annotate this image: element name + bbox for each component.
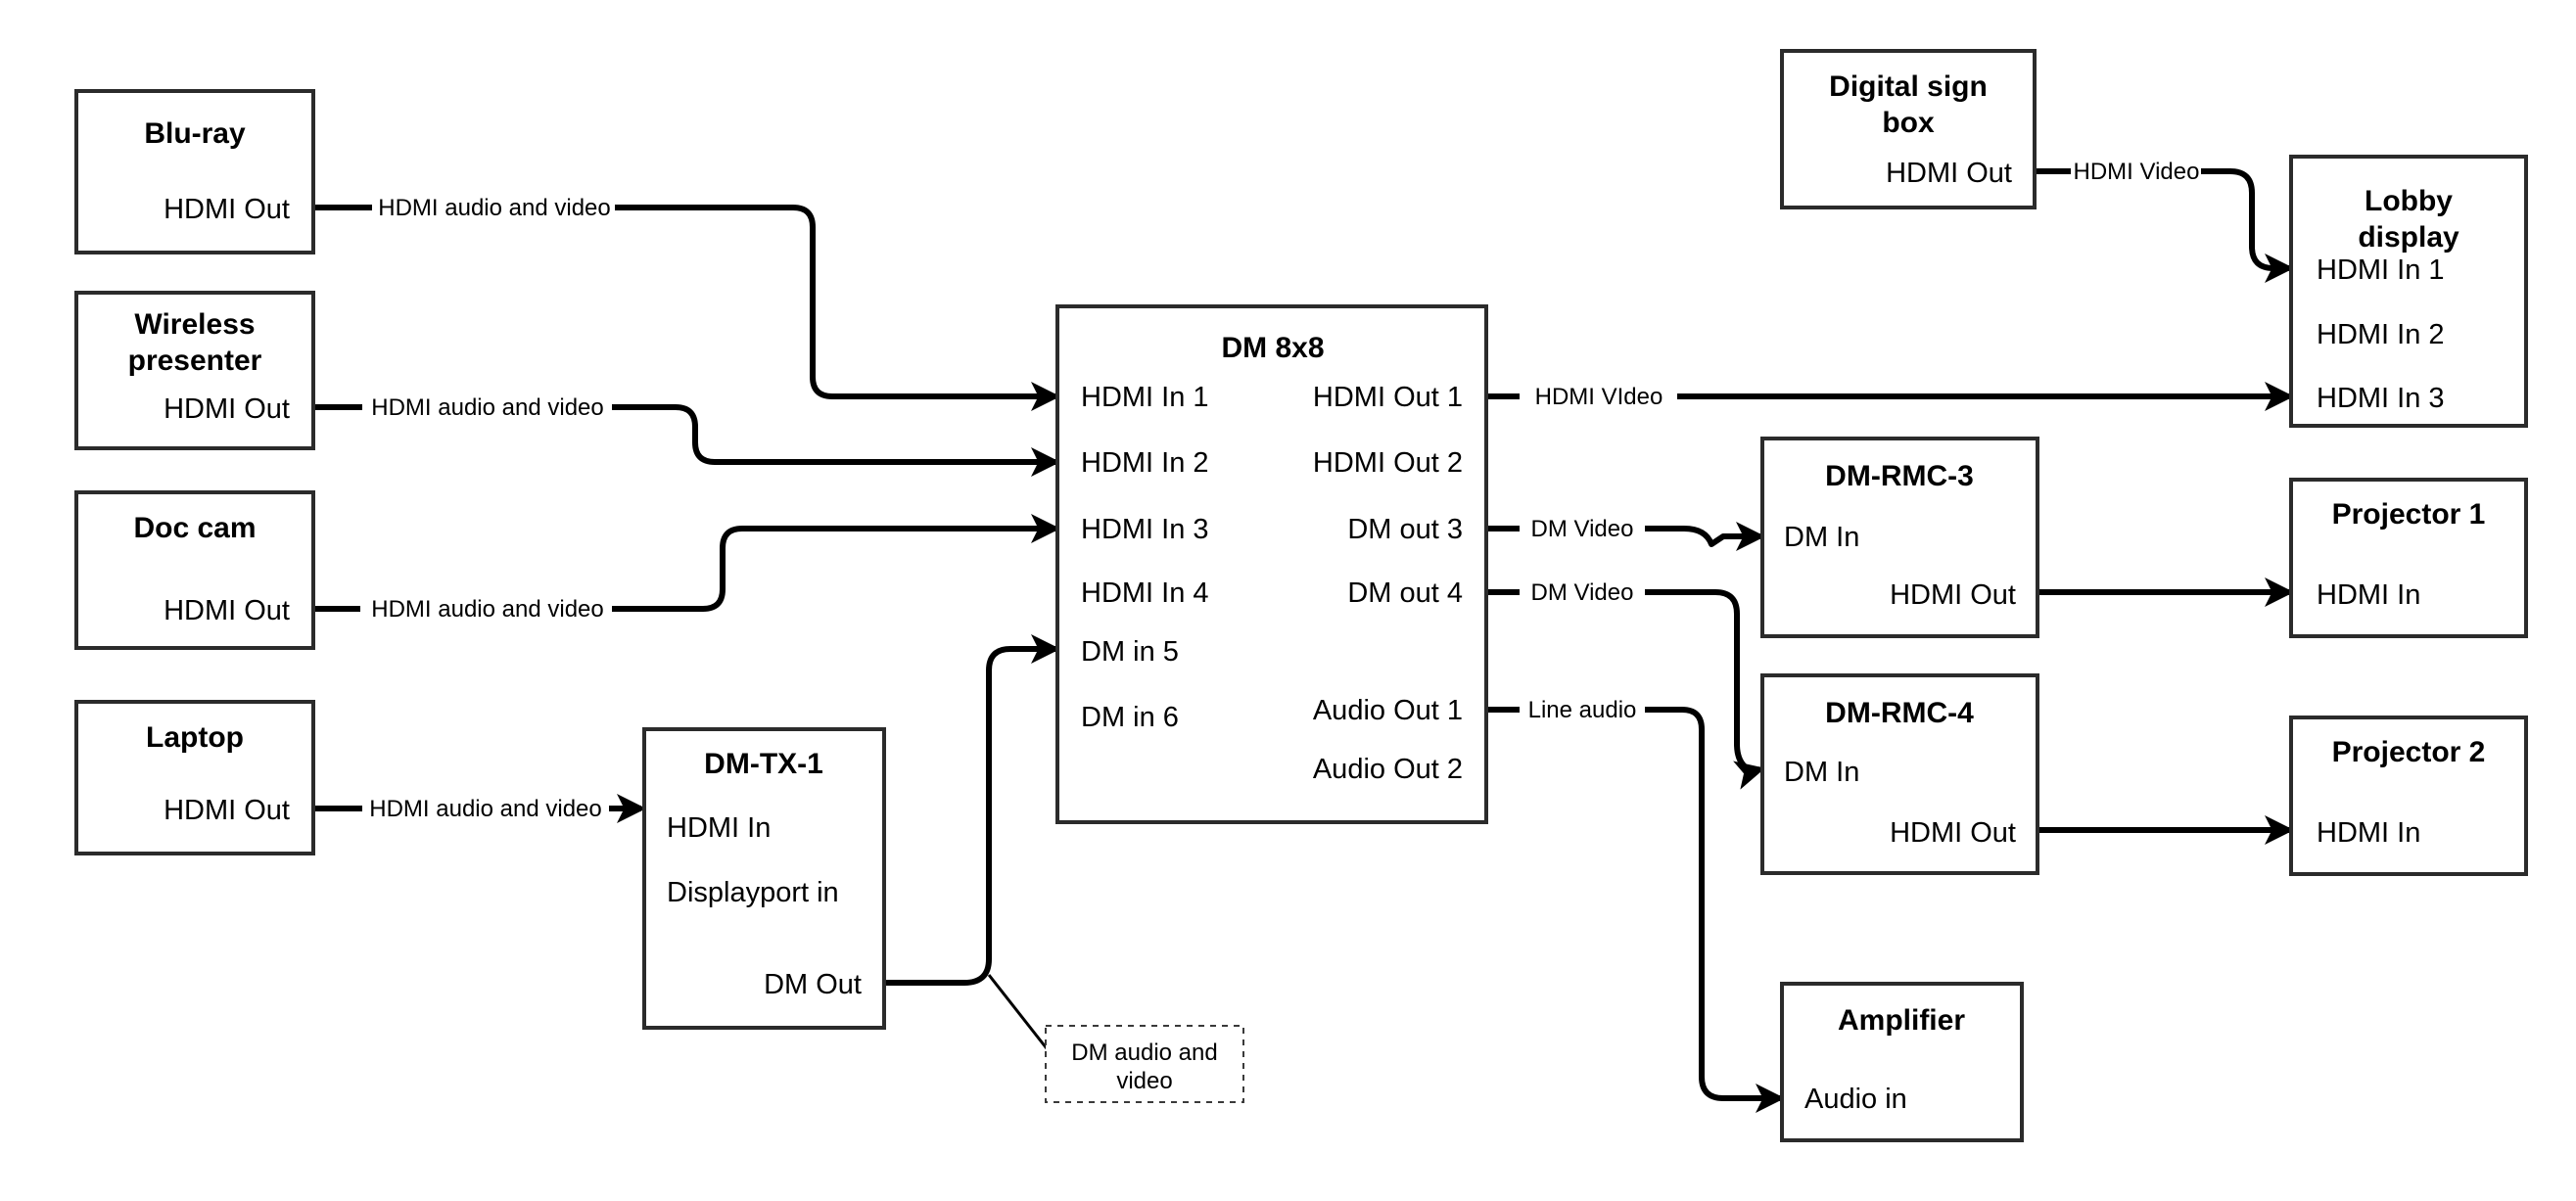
laptop-title: Laptop bbox=[146, 721, 244, 754]
label-dm8x8-out1-to-lobby: HDMI VIdeo bbox=[1535, 384, 1663, 410]
box-dm-8x8[interactable]: DM 8x8 HDMI In 1 HDMI In 2 HDMI In 3 HDM… bbox=[1055, 304, 1488, 824]
label-dm8x8-audio1-to-amplifier: Line audio bbox=[1528, 697, 1637, 723]
label-bluray-to-dm8x8: HDMI audio and video bbox=[378, 195, 610, 221]
dm-rmc-4-title: DM-RMC-4 bbox=[1825, 697, 1974, 729]
box-projector-2[interactable]: Projector 2 HDMI In bbox=[2289, 716, 2528, 876]
amplifier-port-audio-in: Audio in bbox=[1804, 1084, 1907, 1115]
callout-leader-line bbox=[987, 974, 1052, 1053]
lobby-display-input-hdmi-in-3: HDMI In 3 bbox=[2317, 383, 2445, 414]
dm-rmc-3-box-outline bbox=[1760, 437, 2039, 638]
lobby-display-box-outline bbox=[2289, 155, 2528, 428]
wire-dm8x8-audio1-to-amplifier bbox=[1486, 707, 1780, 1098]
wire-bluray-to-dm8x8 bbox=[313, 205, 1055, 396]
projector-1-title: Projector 1 bbox=[2332, 498, 2486, 531]
doc-cam-box-outline bbox=[74, 490, 315, 650]
label-dm8x8-out3-to-rmc3: DM Video bbox=[1531, 516, 1634, 542]
doc-cam-port-hdmi-out: HDMI Out bbox=[164, 595, 290, 626]
wireless-presenter-title-line1: Wireless bbox=[134, 308, 255, 341]
dm-rmc-4-port-hdmi-out: HDMI Out bbox=[1890, 817, 2016, 849]
dm-8x8-input-hdmi-in-1: HDMI In 1 bbox=[1081, 382, 1209, 413]
callout-box-outline bbox=[1045, 1025, 1244, 1103]
dm-tx-1-box-outline bbox=[642, 727, 886, 1030]
digital-sign-box-title-line2: box bbox=[1882, 107, 1935, 139]
wire-dmtx1-to-dm8x8 bbox=[884, 634, 1060, 986]
dm-8x8-output-hdmi-out-2: HDMI Out 2 bbox=[1313, 447, 1463, 479]
doc-cam-title: Doc cam bbox=[133, 512, 256, 544]
dm-8x8-output-hdmi-out-1: HDMI Out 1 bbox=[1313, 382, 1463, 413]
dm-8x8-box-outline bbox=[1055, 304, 1488, 824]
dm-8x8-input-hdmi-in-4: HDMI In 4 bbox=[1081, 577, 1209, 609]
dm-rmc-3-port-hdmi-out: HDMI Out bbox=[1890, 579, 2016, 611]
label-wireless-to-dm8x8: HDMI audio and video bbox=[371, 394, 603, 421]
label-laptop-to-dmtx1: HDMI audio and video bbox=[369, 796, 601, 822]
box-laptop[interactable]: Laptop HDMI Out bbox=[74, 700, 315, 855]
wire-wireless-to-dm8x8 bbox=[313, 404, 1055, 462]
digital-sign-box-outline bbox=[1780, 49, 2037, 209]
dm-8x8-input-dm-in-5: DM in 5 bbox=[1081, 636, 1179, 668]
amplifier-title: Amplifier bbox=[1838, 1004, 1965, 1037]
callout-line1: DM audio and bbox=[1071, 1039, 1217, 1066]
digital-sign-box-title-line1: Digital sign bbox=[1829, 70, 1988, 103]
dm-rmc-4-port-dm-in: DM In bbox=[1784, 757, 1859, 788]
wireless-presenter-port-hdmi-out: HDMI Out bbox=[164, 393, 290, 425]
dm-8x8-output-audio-out-1: Audio Out 1 bbox=[1313, 695, 1463, 726]
dm-tx-1-title: DM-TX-1 bbox=[704, 748, 823, 780]
callout-dm-audio-and-video: DM audio and video bbox=[1045, 1025, 1244, 1103]
dm-rmc-3-title: DM-RMC-3 bbox=[1825, 460, 1974, 492]
box-dm-tx-1[interactable]: DM-TX-1 HDMI In Displayport in DM Out bbox=[642, 727, 886, 1030]
dm-8x8-title: DM 8x8 bbox=[1221, 332, 1324, 364]
dm-tx-1-port-hdmi-in: HDMI In bbox=[667, 812, 771, 844]
box-dm-rmc-4[interactable]: DM-RMC-4 DM In HDMI Out bbox=[1760, 673, 2039, 875]
wire-doccam-to-dm8x8 bbox=[313, 529, 1055, 612]
projector-1-port-hdmi-in: HDMI In bbox=[2317, 579, 2420, 611]
lobby-display-input-hdmi-in-1: HDMI In 1 bbox=[2317, 254, 2445, 286]
box-lobby-display[interactable]: Lobby display HDMI In 1 HDMI In 2 HDMI I… bbox=[2289, 155, 2528, 428]
box-doc-cam[interactable]: Doc cam HDMI Out bbox=[74, 490, 315, 650]
dm-8x8-input-hdmi-in-2: HDMI In 2 bbox=[1081, 447, 1209, 479]
projector-2-title: Projector 2 bbox=[2332, 736, 2486, 768]
bluray-box-outline bbox=[74, 89, 315, 254]
digital-sign-box-port-hdmi-out: HDMI Out bbox=[1886, 158, 2012, 189]
dm-rmc-4-box-outline bbox=[1760, 673, 2039, 875]
projector-1-box-outline bbox=[2289, 478, 2528, 638]
wire-dm8x8-out3-to-rmc3 bbox=[1486, 529, 1760, 544]
wire-dm8x8-out4-to-rmc4 bbox=[1486, 589, 1760, 771]
box-digital-sign-box[interactable]: Digital sign box HDMI Out bbox=[1780, 49, 2037, 209]
label-dm8x8-out4-to-rmc4: DM Video bbox=[1531, 579, 1634, 606]
dm-tx-1-port-displayport-in: Displayport in bbox=[667, 877, 839, 908]
amplifier-box-outline bbox=[1780, 982, 2024, 1142]
label-sign-to-lobby: HDMI Video bbox=[2074, 159, 2200, 185]
laptop-box-outline bbox=[74, 700, 315, 855]
bluray-port-hdmi-out: HDMI Out bbox=[164, 194, 290, 225]
projector-2-box-outline bbox=[2289, 716, 2528, 876]
dm-8x8-output-dm-out-3: DM out 3 bbox=[1347, 514, 1463, 545]
box-amplifier[interactable]: Amplifier Audio in bbox=[1780, 982, 2024, 1142]
lobby-display-title-line1: Lobby bbox=[2365, 185, 2453, 217]
box-bluray[interactable]: Blu-ray HDMI Out bbox=[74, 89, 315, 254]
label-doccam-to-dm8x8: HDMI audio and video bbox=[371, 596, 603, 623]
wireless-presenter-box-outline bbox=[74, 291, 315, 450]
laptop-port-hdmi-out: HDMI Out bbox=[164, 795, 290, 826]
dm-8x8-output-dm-out-4: DM out 4 bbox=[1347, 577, 1463, 609]
dm-8x8-input-dm-in-6: DM in 6 bbox=[1081, 702, 1179, 733]
lobby-display-input-hdmi-in-2: HDMI In 2 bbox=[2317, 319, 2445, 350]
box-dm-rmc-3[interactable]: DM-RMC-3 DM In HDMI Out bbox=[1760, 437, 2039, 638]
dm-8x8-input-hdmi-in-3: HDMI In 3 bbox=[1081, 514, 1209, 545]
callout-line2: video bbox=[1116, 1068, 1172, 1094]
wire-sign-to-lobby bbox=[2034, 168, 2289, 268]
dm-tx-1-port-dm-out: DM Out bbox=[764, 969, 862, 1000]
projector-2-port-hdmi-in: HDMI In bbox=[2317, 817, 2420, 849]
dm-rmc-3-port-dm-in: DM In bbox=[1784, 522, 1859, 553]
lobby-display-title-line2: display bbox=[2358, 221, 2459, 254]
box-projector-1[interactable]: Projector 1 HDMI In bbox=[2289, 478, 2528, 638]
box-wireless-presenter[interactable]: Wireless presenter HDMI Out bbox=[74, 291, 315, 450]
wireless-presenter-title-line2: presenter bbox=[128, 345, 262, 377]
dm-8x8-output-audio-out-2: Audio Out 2 bbox=[1313, 754, 1463, 785]
bluray-title: Blu-ray bbox=[144, 117, 246, 150]
